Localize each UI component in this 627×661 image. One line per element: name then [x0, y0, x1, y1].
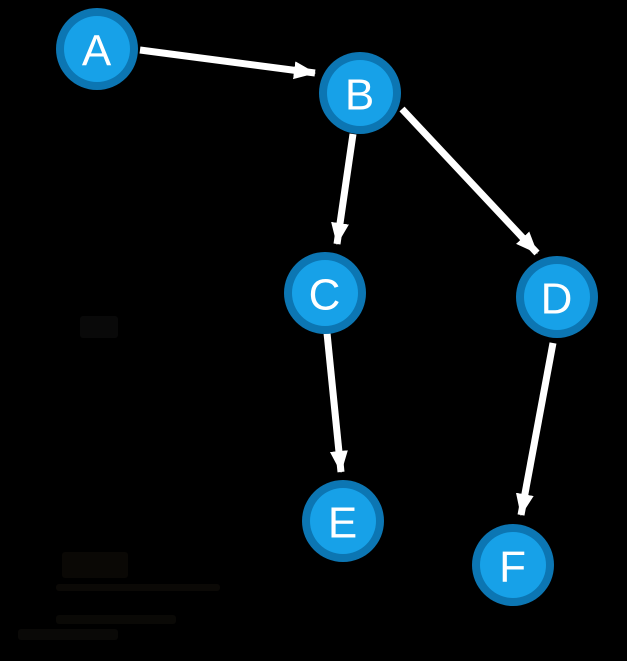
node-label: B	[345, 71, 375, 120]
node-body	[310, 488, 376, 554]
edge-A-B	[139, 46, 316, 80]
nodes-layer: A B C D E F	[56, 8, 598, 606]
node-F[interactable]: F	[472, 524, 554, 606]
node-body	[292, 260, 358, 326]
node-label: E	[328, 499, 358, 548]
node-B[interactable]: B	[319, 52, 401, 134]
node-body	[64, 16, 130, 82]
node-D[interactable]: D	[516, 256, 598, 338]
edges-layer	[139, 46, 557, 516]
node-body	[524, 264, 590, 330]
node-C[interactable]: C	[284, 252, 366, 334]
node-A[interactable]: A	[56, 8, 138, 90]
node-body	[480, 532, 546, 598]
node-label: C	[309, 271, 342, 320]
node-body	[327, 60, 393, 126]
node-E[interactable]: E	[302, 480, 384, 562]
edge-C-E	[323, 332, 348, 473]
edge-D-F	[515, 342, 557, 516]
node-label: D	[541, 275, 574, 324]
node-label: F	[499, 543, 527, 592]
node-label: A	[82, 27, 112, 76]
edge-B-C	[331, 133, 357, 245]
edge-B-D	[399, 106, 540, 256]
